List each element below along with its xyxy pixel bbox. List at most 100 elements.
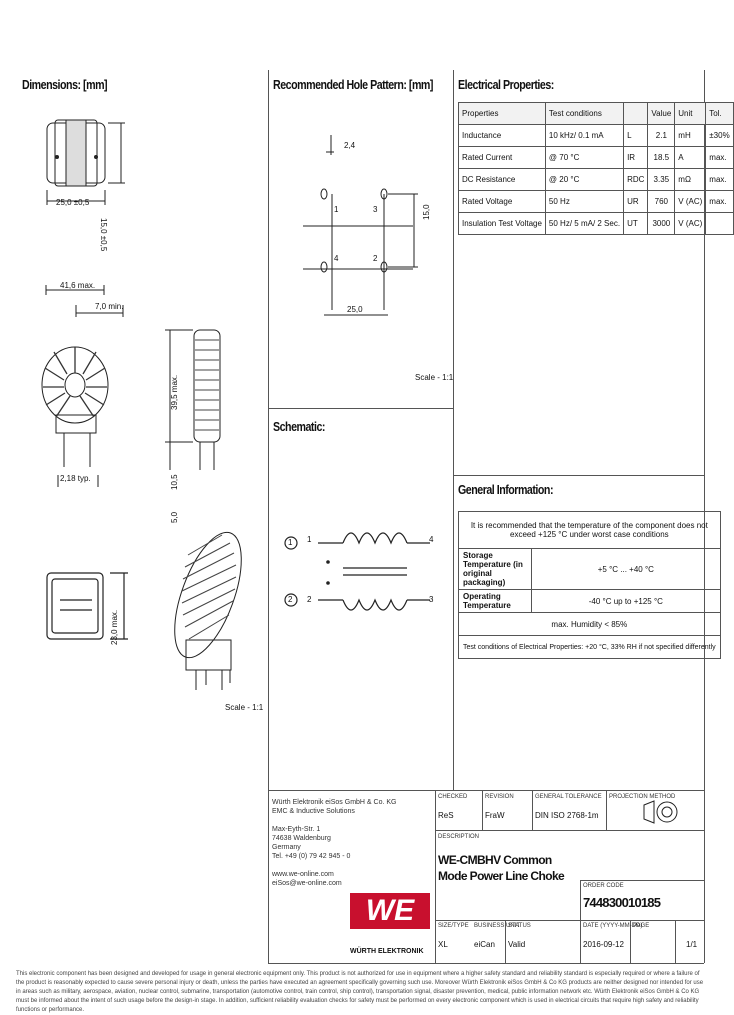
tb-v1	[580, 880, 581, 963]
schematic-drawing	[284, 532, 430, 611]
dim-416: 41,6 max.	[60, 281, 96, 290]
tb-value-revision: FraW	[485, 811, 505, 820]
cell: Insulation Test Voltage	[458, 212, 546, 235]
we-logo: WE	[350, 893, 430, 929]
cell: 2.1	[647, 124, 676, 147]
divider-hole-schematic	[268, 408, 453, 409]
electrical-title: Electrical Properties:	[458, 77, 554, 92]
tb-value-size: XL	[438, 940, 448, 949]
hole-pin-1: 1	[334, 205, 339, 214]
tb-header-checked: CHECKED	[438, 794, 468, 800]
col-symbol	[623, 102, 649, 125]
electrical-table: Properties Test conditions Value Unit To…	[458, 102, 734, 235]
titleblock-bottom	[268, 963, 704, 964]
cell: UR	[623, 190, 649, 213]
cell: mΩ	[674, 168, 707, 191]
tb-v5	[505, 920, 506, 963]
cell: Inductance	[458, 124, 546, 147]
tb-value-business: eiCan	[474, 940, 495, 949]
company-line: Germany	[272, 844, 301, 851]
cell: 50 Hz	[544, 190, 625, 213]
schematic-pin-2: 2	[307, 595, 312, 604]
we-logo-subtitle: WÜRTH ELEKTRONIK	[350, 948, 424, 955]
dimensions-scale: Scale - 1:1	[225, 703, 264, 712]
col-value: Value	[647, 102, 676, 125]
dim-70: 7,0 min.	[95, 302, 124, 311]
cell: @ 20 °C	[544, 168, 625, 191]
tb-header-general-tol: GENERAL TOLERANCE	[535, 794, 602, 800]
company-line: Würth Elektronik eiSos GmbH & Co. KG	[272, 799, 397, 806]
cell: A	[674, 146, 707, 169]
cell: IR	[623, 146, 649, 169]
tb-header-date: DATE (YYYY-MM-DD)	[583, 923, 643, 929]
hole-dim-24: 2,4	[344, 141, 356, 150]
divider-left	[268, 70, 269, 963]
dim-15: 15,0 ±0,5	[99, 218, 108, 252]
order-code: 744830010185	[583, 895, 661, 910]
col-properties: Properties	[458, 102, 546, 125]
col-unit: Unit	[674, 102, 707, 125]
hole-pin-2: 2	[373, 254, 378, 263]
tb-value-checked: ReS	[438, 811, 454, 820]
cell: UT	[623, 212, 649, 235]
hole-dim-15: 15,0	[422, 204, 431, 220]
cell: @ 70 °C	[544, 146, 625, 169]
tb-header-size: SIZE/TYPE	[438, 923, 469, 929]
humidity: max. Humidity < 85%	[458, 612, 721, 636]
footer-line-2: Würth Elektronik eiSos GmbH & Co KG must…	[16, 989, 700, 1013]
cell: 10 kHz/ 0.1 mA	[544, 124, 625, 147]
tb-v7	[675, 920, 676, 963]
company-line: www.we-online.com	[272, 871, 334, 878]
footer-disclaimer: This electronic component has been desig…	[16, 970, 704, 1013]
titleblock-div	[435, 790, 436, 963]
tb-value-status: Valid	[508, 940, 526, 949]
divider-electrical-general	[453, 475, 704, 476]
cell: DC Resistance	[458, 168, 546, 191]
dim-105: 10,5	[170, 474, 179, 490]
we-logo-text: WE	[365, 894, 415, 927]
dimensions-title: Dimensions: [mm]	[22, 77, 108, 92]
company-line	[272, 816, 396, 825]
tb-value-general-tol: DIN ISO 2768-1m	[535, 811, 599, 820]
tb-v3	[532, 790, 533, 830]
cell: L	[623, 124, 649, 147]
dim-395: 39,5 max.	[170, 374, 179, 410]
schematic-circle-1: 1	[288, 538, 293, 547]
general-title: General Information:	[458, 482, 554, 497]
divider-right	[453, 70, 454, 790]
company-info: Würth Elektronik eiSos GmbH & Co. KG EMC…	[272, 798, 396, 888]
hole-scale: Scale - 1:1	[415, 373, 454, 382]
operating-label: Operating Temperature	[458, 589, 532, 613]
schematic-pin-4: 4	[429, 535, 434, 544]
tb-v6	[630, 920, 631, 963]
company-line: EMC & Inductive Solutions	[272, 808, 355, 815]
tb-line2	[435, 920, 704, 921]
schematic-pin-1: 1	[307, 535, 312, 544]
dim-218: 2,18 typ.	[60, 474, 91, 483]
hole-pattern-drawing	[303, 135, 418, 316]
tb-header-projection: PROJECTION METHOD	[609, 794, 676, 800]
tb-line3	[580, 880, 704, 881]
cell: max.	[705, 146, 734, 169]
hole-pattern-title: Recommended Hole Pattern: [mm]	[273, 77, 433, 92]
schematic-title: Schematic:	[273, 419, 325, 434]
schematic-pin-3: 3	[429, 595, 434, 604]
cell	[705, 212, 734, 235]
tb-header-page: PAGE	[633, 923, 650, 929]
cell: mH	[674, 124, 707, 147]
general-note: It is recommended that the temperature o…	[458, 511, 721, 549]
company-line	[272, 861, 396, 870]
storage-value: +5 °C ... +40 °C	[531, 548, 721, 590]
tb-header-description: DESCRIPTION	[438, 834, 480, 840]
storage-label: Storage Temperature (in original packagi…	[458, 548, 532, 590]
cell: 3.35	[647, 168, 676, 191]
tb-v2	[482, 790, 483, 830]
hole-dim-25: 25,0	[347, 305, 363, 314]
test-conditions: Test conditions of Electrical Properties…	[458, 635, 721, 659]
cell: 3000	[647, 212, 676, 235]
cell: V (AC)	[674, 212, 707, 235]
